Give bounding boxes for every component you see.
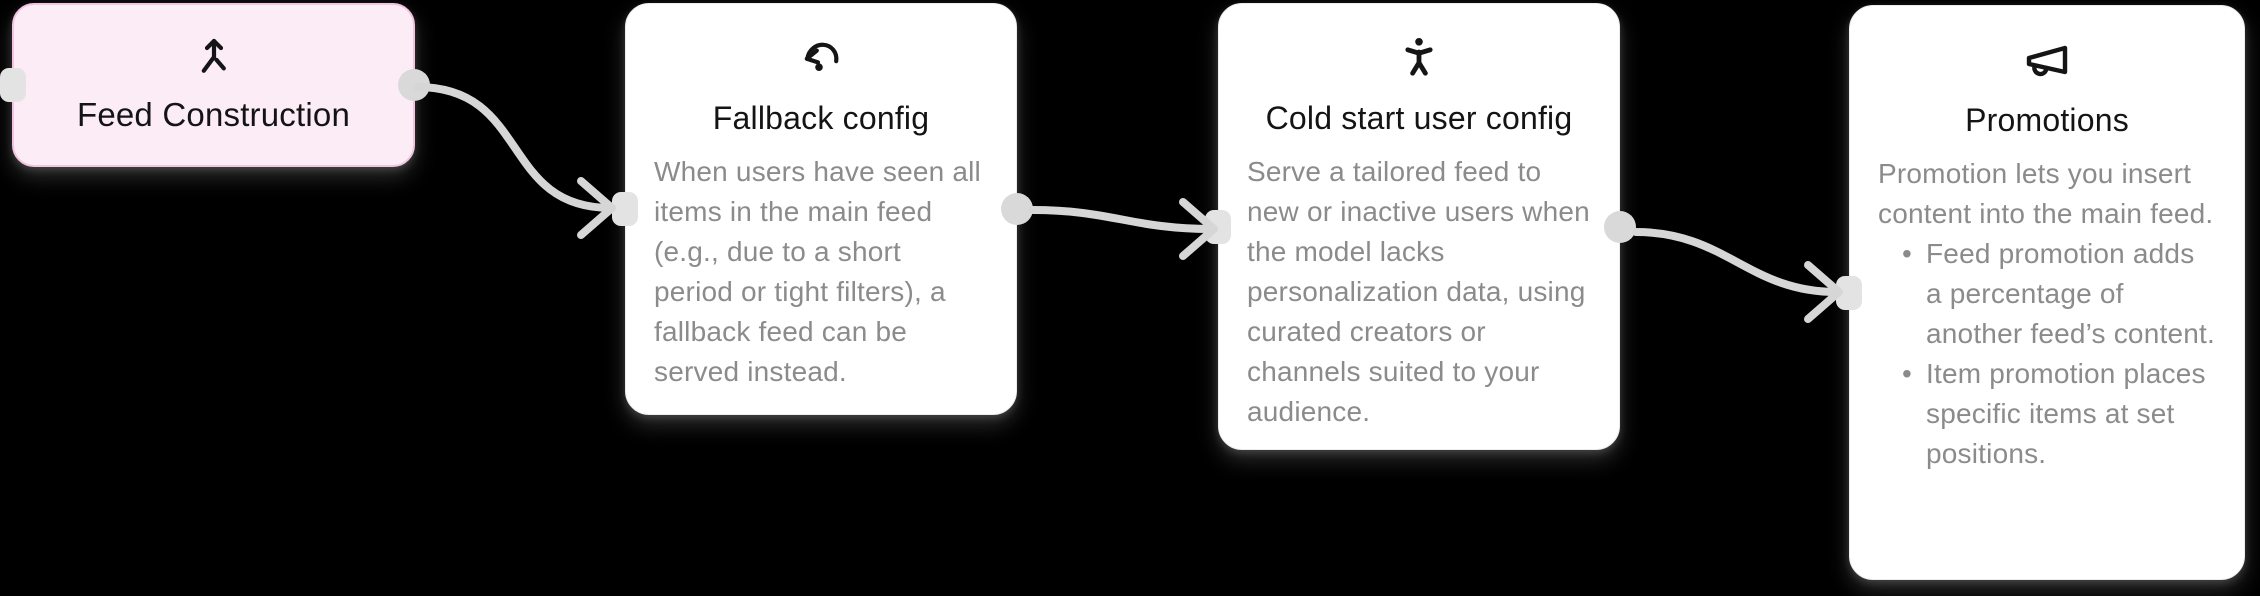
target-handle[interactable]: [0, 68, 26, 102]
arrowhead-icon: [1179, 198, 1218, 260]
arrowhead-icon: [577, 177, 616, 239]
merge-arrow-icon: [190, 34, 238, 82]
node-feed-construction[interactable]: Feed Construction: [0, 3, 430, 167]
node-title: Feed Construction: [76, 95, 351, 133]
node-title: Cold start user config: [1265, 100, 1573, 136]
edge-fallback-to-coldstart[interactable]: [1028, 198, 1218, 260]
undo-dot-icon: [797, 34, 845, 82]
promotions-bullet-list: Feed promotion adds a percentage of anot…: [1878, 234, 2216, 474]
megaphone-icon: [2023, 36, 2071, 84]
accessibility-person-icon: [1395, 34, 1443, 82]
node-title: Fallback config: [712, 100, 930, 136]
node-cold-start-user-config[interactable]: Cold start user config Serve a tailored …: [1205, 3, 1636, 450]
node-description: When users have seen all items in the ma…: [654, 155, 981, 387]
node-description: Promotion lets you insert content into t…: [1878, 157, 2214, 229]
node-description: Serve a tailored feed to new or inactive…: [1247, 155, 1590, 427]
node-promotions[interactable]: Promotions Promotion lets you insert con…: [1836, 5, 2245, 580]
node-title: Promotions: [1965, 102, 2129, 138]
arrowhead-icon: [1804, 261, 1843, 323]
source-handle[interactable]: [1001, 193, 1033, 225]
node-fallback-config[interactable]: Fallback config When users have seen all…: [612, 3, 1033, 415]
bullet-item-feed-promotion: Feed promotion adds a percentage of anot…: [1878, 234, 2216, 354]
bullet-item-item-promotion: Item promotion places specific items at …: [1878, 354, 2216, 474]
source-handle[interactable]: [1604, 210, 1636, 243]
edge-coldstart-to-promotions[interactable]: [1632, 228, 1843, 323]
edge-feed-to-fallback[interactable]: [413, 83, 616, 239]
target-handle[interactable]: [612, 192, 638, 226]
